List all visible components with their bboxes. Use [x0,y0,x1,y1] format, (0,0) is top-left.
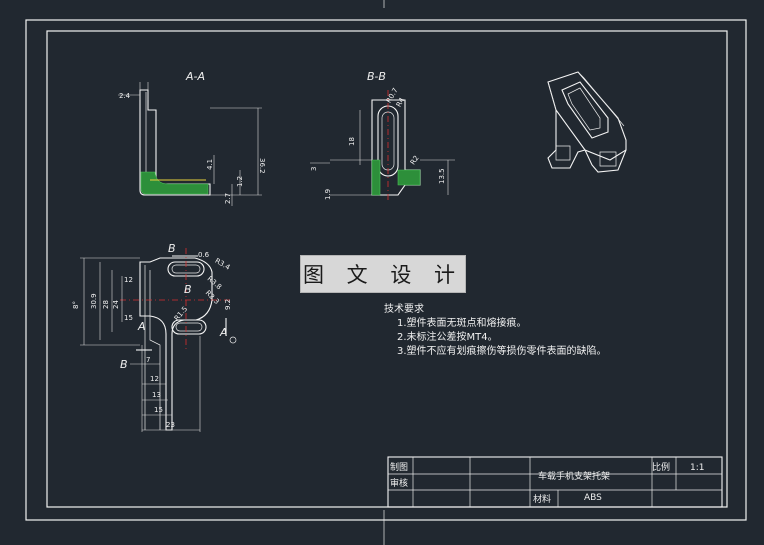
material-value: ABS [584,493,602,503]
iso-body [547,71,627,161]
aa-dim-text: 1.2 [236,176,244,187]
technical-notes: 技术要求 1.塑件表面无斑点和熔接痕。 2.未标注公差按MT4。 3.塑件不应有… [384,303,607,359]
outer-border [25,19,747,521]
note-item: 3.塑件不应有划痕擦伤等损伤零件表面的缺陷。 [397,346,607,357]
plan-dim-text: 0.6 [198,251,210,259]
iso-foot-left [555,145,571,161]
bb-hatch-right [397,169,421,186]
section-aa-label: A-A [185,70,205,83]
iso-slot-outer [561,81,609,139]
scale-value: 1:1 [690,463,704,473]
plan-slot-lower [171,319,207,335]
plan-dim-text: 15 [154,406,163,414]
section-bb-view: B-B R0.7 R4 18 R2 3 13.5 1.9 [310,70,455,200]
plan-dim-text: R3.4 [214,257,232,272]
plan-dim-text: 13 [152,391,161,399]
plan-dim-text: 23 [166,421,175,429]
section-aa-view: A-A 2.4 36.2 4.1 1.2 2.7 [118,70,266,206]
plan-dim-text: 24 [112,300,120,309]
aa-hatch [140,171,209,195]
iso-leg-left [547,110,586,169]
notes-heading: 技术要求 [384,304,424,315]
plan-dim-text: 12 [124,276,133,284]
drawn-label: 制图 [390,461,408,473]
plan-dim-text: 28 [102,300,110,309]
plan-slot-lower-inner [175,322,203,332]
aa-profile [139,89,211,196]
title-block-frame [387,456,723,508]
note-item: 2.未标注公差按MT4。 [397,332,498,343]
title-block: 制图 审核 车载手机支架托架 比例 1:1 材料 ABS [387,456,723,508]
iso-foot-right [599,151,617,167]
iso-edge [547,81,557,111]
inner-border [46,30,728,508]
bb-dim-text: 1.9 [324,189,332,200]
origin-mark [229,336,237,344]
plan-dim-text: 8° [72,301,80,309]
check-label: 审核 [390,477,408,489]
section-bb-label: B-B [367,70,386,83]
cut-b-bottom-label: B [120,358,128,371]
bb-dim-text: 3 [310,167,318,171]
plan-dim-text: 7 [146,356,150,364]
bb-dim-text: R4 [395,96,407,109]
plan-dim-text: 30.9 [90,293,98,309]
plan-dim-text: 15 [124,314,133,322]
bb-dim-text: R2 [409,154,421,166]
plan-dim-text: R2.3 [204,289,221,306]
bb-dim-text: 18 [348,137,356,146]
cut-a-left-label: A [137,320,146,333]
note-item: 1.塑件表面无斑点和熔接痕。 [397,318,527,329]
aa-dim-text: 4.1 [206,159,214,170]
cut-b-mid-label: B [184,283,192,296]
aa-dim-text: 2.7 [224,193,232,204]
plan-dim-text: 12 [150,375,159,383]
plan-dim-text: 9.2 [224,299,232,310]
aa-dim-text: 36.2 [258,158,266,174]
iso-leg-right [584,149,627,173]
bb-dim-text: 13.5 [438,168,446,184]
iso-edge [577,71,625,127]
cut-b-top-label: B [168,242,176,255]
plan-outline [139,257,213,431]
watermark-logo: 图 文 设 计 [300,255,466,293]
iso-slot-inner [567,87,601,131]
material-label: 材料 [533,493,551,505]
scale-label: 比例 [652,461,670,473]
isometric-view [547,71,627,173]
bb-hatch-left [371,159,381,196]
part-name: 车载手机支架托架 [538,470,610,482]
plan-view: B B B A A 8° 30.9 28 24 12 15 0.6 R3.4 R… [72,242,237,432]
aa-dim-text: 2.4 [119,92,131,100]
plan-inner-edge [149,270,161,430]
cut-a-right-label: A [219,326,228,339]
